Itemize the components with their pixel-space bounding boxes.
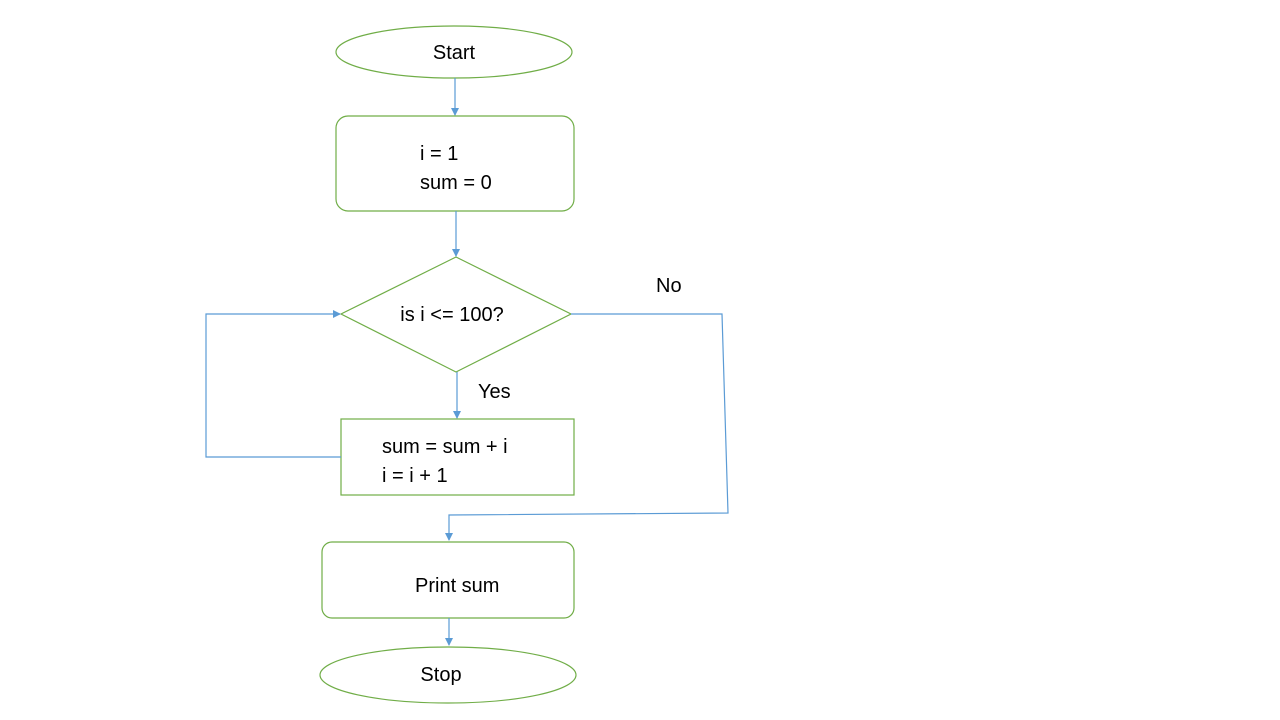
init-process-box xyxy=(335,115,575,212)
print-label: Print sum xyxy=(415,575,499,597)
decision-diamond xyxy=(339,256,573,373)
decision-label: is i <= 100? xyxy=(400,304,503,326)
stop-label: Stop xyxy=(420,664,461,686)
start-terminal xyxy=(335,25,573,79)
loop-process-box xyxy=(340,418,575,496)
yes-label: Yes xyxy=(478,381,511,403)
no-label: No xyxy=(656,275,682,297)
print-process-box xyxy=(321,541,575,619)
init-line-2: sum = 0 xyxy=(420,172,492,194)
process-line-2: i = i + 1 xyxy=(382,465,448,487)
start-label: Start xyxy=(433,42,476,64)
arrow-no-to-print xyxy=(445,313,729,541)
init-line-1: i = 1 xyxy=(420,143,458,165)
stop-terminal xyxy=(319,646,577,704)
process-line-1: sum = sum + i xyxy=(382,436,508,458)
arrow-loop-back xyxy=(205,310,341,458)
